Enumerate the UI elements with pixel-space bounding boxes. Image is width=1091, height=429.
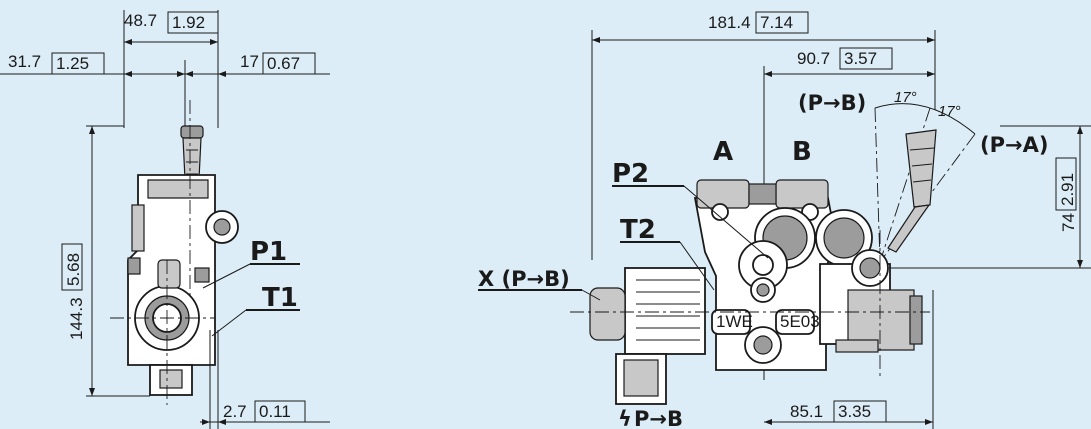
label-port-b: B [792,137,812,167]
label-t1: T1 [262,283,298,313]
dim-solenoid-mm: 85.1 [790,402,823,421]
dim-solenoid-in: 3.35 [838,402,871,421]
dim-lever-axis-in: 3.57 [844,49,877,68]
label-pos-pa: (P→A) [980,133,1048,157]
dim-length-mm: 181.4 [708,13,751,32]
front-view: 181.4 7.14 90.7 3.57 74 2.91 17° 17° (P→… [478,11,1091,429]
label-electric: P→B [634,407,683,429]
angle-right: 17° [938,103,961,120]
dim-base-offset-in: 0.11 [259,402,291,421]
dim-height-mm: 144.3 [67,297,86,340]
dim-port-height-in: 2.91 [1058,173,1077,206]
label-solenoid: X (P→B) [478,267,570,291]
dim-left-offset-mm: 31.7 [8,52,41,71]
dim-height-in: 5.68 [64,253,83,286]
marking-5e03: 5E03 [780,312,820,331]
dim-width-in: 1.92 [172,13,205,32]
label-t2: T2 [620,215,656,245]
dim-port-height-mm: 74 [1059,213,1078,232]
dim-lever-offset-mm: 17 [240,52,259,71]
dim-left-offset-in: 1.25 [56,54,89,73]
dim-width-mm: 48.7 [124,11,157,30]
dim-lever-axis-mm: 90.7 [797,49,830,68]
marking-1we: 1WE [716,312,753,331]
dim-base-offset-mm: 2.7 [223,402,247,421]
label-pos-pb: (P→B) [798,91,866,115]
label-port-a: A [713,137,733,167]
side-view: 48.7 1.92 31.7 1.25 17 0.67 144.3 5.68 [0,10,330,429]
label-p2: P2 [612,159,649,189]
lightning-icon: ϟ [618,407,632,429]
label-p1: P1 [250,237,287,267]
dim-length-in: 7.14 [760,13,793,32]
dim-lever-offset-in: 0.67 [267,54,300,73]
angle-left: 17° [894,89,917,106]
